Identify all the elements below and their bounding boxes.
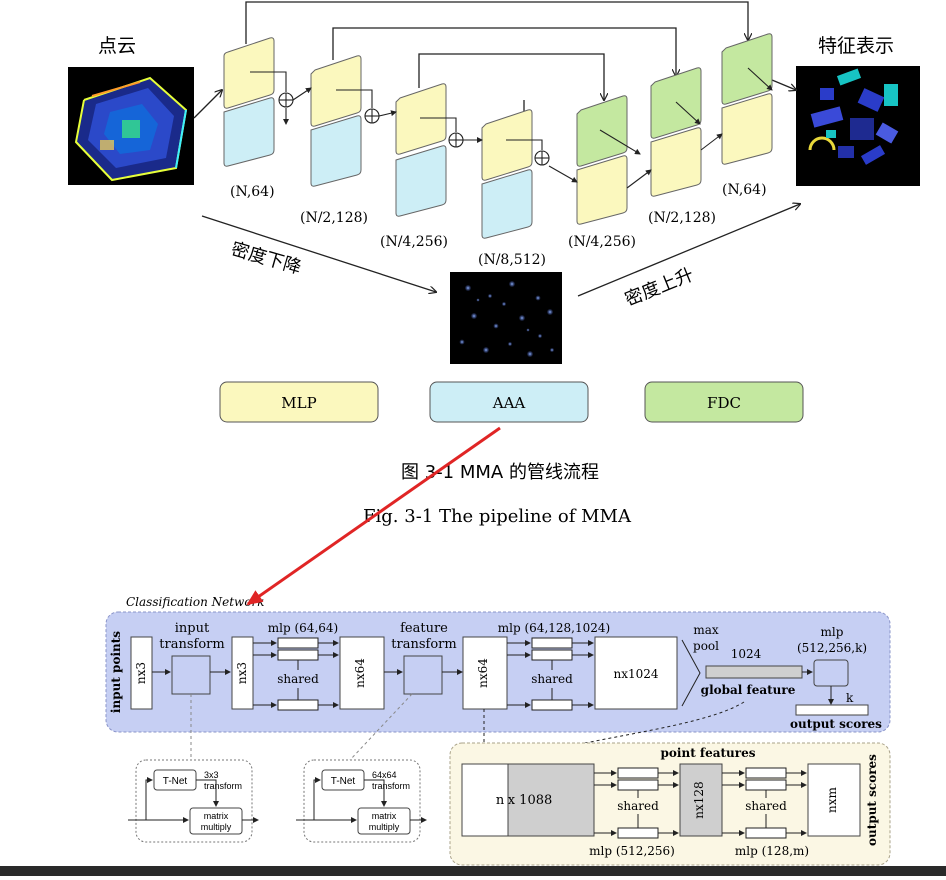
dim-label-5: (N/4,256) xyxy=(568,234,636,250)
feature-transform-label-2: transform xyxy=(391,637,456,652)
caption-chinese: 图 3-1 MMA 的管线流程 xyxy=(401,462,599,483)
legend-fdc-label: FDC xyxy=(707,394,741,412)
caption-english: Fig. 3-1 The pipeline of MMA xyxy=(363,506,632,527)
output-scores-label-2: output scores xyxy=(865,754,879,846)
red-annotation-arrow xyxy=(246,426,501,606)
tnet-64x64-label-1: 64x64 xyxy=(372,770,397,780)
input-transform-label-1: input xyxy=(175,621,210,636)
tnet-label-1: T-Net xyxy=(163,776,188,787)
sparse-points-image xyxy=(450,272,562,364)
shared-label-1: shared xyxy=(277,672,319,686)
matrix-multiply-block-1 xyxy=(189,807,243,835)
tnet-arrows-2 xyxy=(296,777,427,823)
k-label: k xyxy=(846,691,854,705)
mlp2-shared-block xyxy=(507,637,594,711)
nx3-block-a xyxy=(130,636,153,710)
x1088-block xyxy=(507,763,595,837)
nx1024-block xyxy=(594,636,678,710)
mlp1-shared-block xyxy=(253,637,339,711)
nx3-label-b: nx3 xyxy=(235,662,249,684)
global-feature-size-label: 1024 xyxy=(731,647,762,661)
nx3-block-b xyxy=(231,636,254,710)
max-pool-label-2: pool xyxy=(693,639,719,653)
tnet-arrows-1 xyxy=(128,777,259,823)
multiply-label-2: multiply xyxy=(369,822,400,832)
max-pool-symbol xyxy=(681,639,701,707)
x1088-label: x 1088 xyxy=(508,793,553,808)
legend-mlp-box xyxy=(219,381,379,423)
n-label: n xyxy=(496,793,505,808)
mlp3-block xyxy=(813,659,849,687)
output-scores-label: output scores xyxy=(790,717,882,731)
mlp5-shared-block xyxy=(722,767,807,839)
mlp1-label: mlp (64,64) xyxy=(268,621,338,635)
point-features-label: point features xyxy=(661,746,756,760)
nx128-label: nx128 xyxy=(692,781,706,818)
nx64-block-a xyxy=(339,636,385,710)
legend-aaa-label: AAA xyxy=(492,394,526,412)
input-transform-block xyxy=(171,655,211,695)
mlp4-shared-block xyxy=(594,767,679,839)
nx1024-label: nx1024 xyxy=(613,667,658,681)
input-points-label: input points xyxy=(109,631,123,713)
dim-label-1: (N,64) xyxy=(230,184,275,200)
nx64-label-a: nx64 xyxy=(353,658,367,688)
tnet-label-2: T-Net xyxy=(331,776,356,787)
shared-label-2: shared xyxy=(531,672,573,686)
input-transform-label-2: transform xyxy=(159,637,224,652)
nx128-block xyxy=(679,763,723,837)
density-down-label: 密度下降 xyxy=(229,239,304,279)
bottom-taskbar-strip xyxy=(0,866,946,876)
global-feature-label: global feature xyxy=(701,683,796,697)
mlp3-label-1: mlp xyxy=(821,625,844,639)
max-pool-label-1: max xyxy=(693,623,719,637)
dim-label-6: (N/2,128) xyxy=(648,210,716,226)
tnet-64x64-label-2: transform xyxy=(372,781,410,791)
tnet-3x3-label-2: transform xyxy=(204,781,242,791)
feature-transform-block xyxy=(403,655,443,695)
point-cloud-label: 点云 xyxy=(98,35,136,57)
matrix-label-2: matrix xyxy=(372,811,397,821)
skip-connections xyxy=(245,1,748,122)
mlp5-label: mlp (128,m) xyxy=(735,844,809,858)
multiply-label-1: multiply xyxy=(201,822,232,832)
output-scores-bar xyxy=(795,704,869,716)
input-point-cloud-image xyxy=(68,67,194,185)
nx64-label-b: nx64 xyxy=(476,658,490,688)
legend-aaa-box xyxy=(429,381,589,423)
legend-mlp-label: MLP xyxy=(281,394,316,412)
nxm-label: nxm xyxy=(825,786,839,812)
legend: MLP AAA FDC xyxy=(219,381,804,423)
matrix-label-1: matrix xyxy=(204,811,229,821)
shared-label-4: shared xyxy=(745,799,787,813)
n-block xyxy=(461,763,509,837)
encoder-blocks xyxy=(223,37,533,239)
global-feature-bar xyxy=(705,665,803,679)
legend-fdc-box xyxy=(644,381,804,423)
shared-label-3: shared xyxy=(617,799,659,813)
dim-label-7: (N,64) xyxy=(722,182,767,198)
nx64-block-b xyxy=(462,636,508,710)
tnet-3x3-label-1: 3x3 xyxy=(204,770,219,780)
mlp4-label: mlp (512,256) xyxy=(589,844,675,858)
mlp3-label-2: (512,256,k) xyxy=(797,641,867,655)
dim-label-3: (N/4,256) xyxy=(380,234,448,250)
feature-transform-label-1: feature xyxy=(400,621,448,636)
block-connections xyxy=(250,67,773,189)
nxm-block xyxy=(807,763,861,837)
output-feature-image xyxy=(796,66,920,186)
feature-representation-label: 特征表示 xyxy=(818,35,894,57)
nx3-label-a: nx3 xyxy=(134,662,148,684)
dim-label-4: (N/8,512) xyxy=(478,252,546,268)
mlp2-label: mlp (64,128,1024) xyxy=(498,621,610,635)
matrix-multiply-block-2 xyxy=(357,807,411,835)
density-up-label: 密度上升 xyxy=(622,264,697,310)
dim-label-2: (N/2,128) xyxy=(300,210,368,226)
classification-network-title: Classification Network xyxy=(126,595,265,609)
